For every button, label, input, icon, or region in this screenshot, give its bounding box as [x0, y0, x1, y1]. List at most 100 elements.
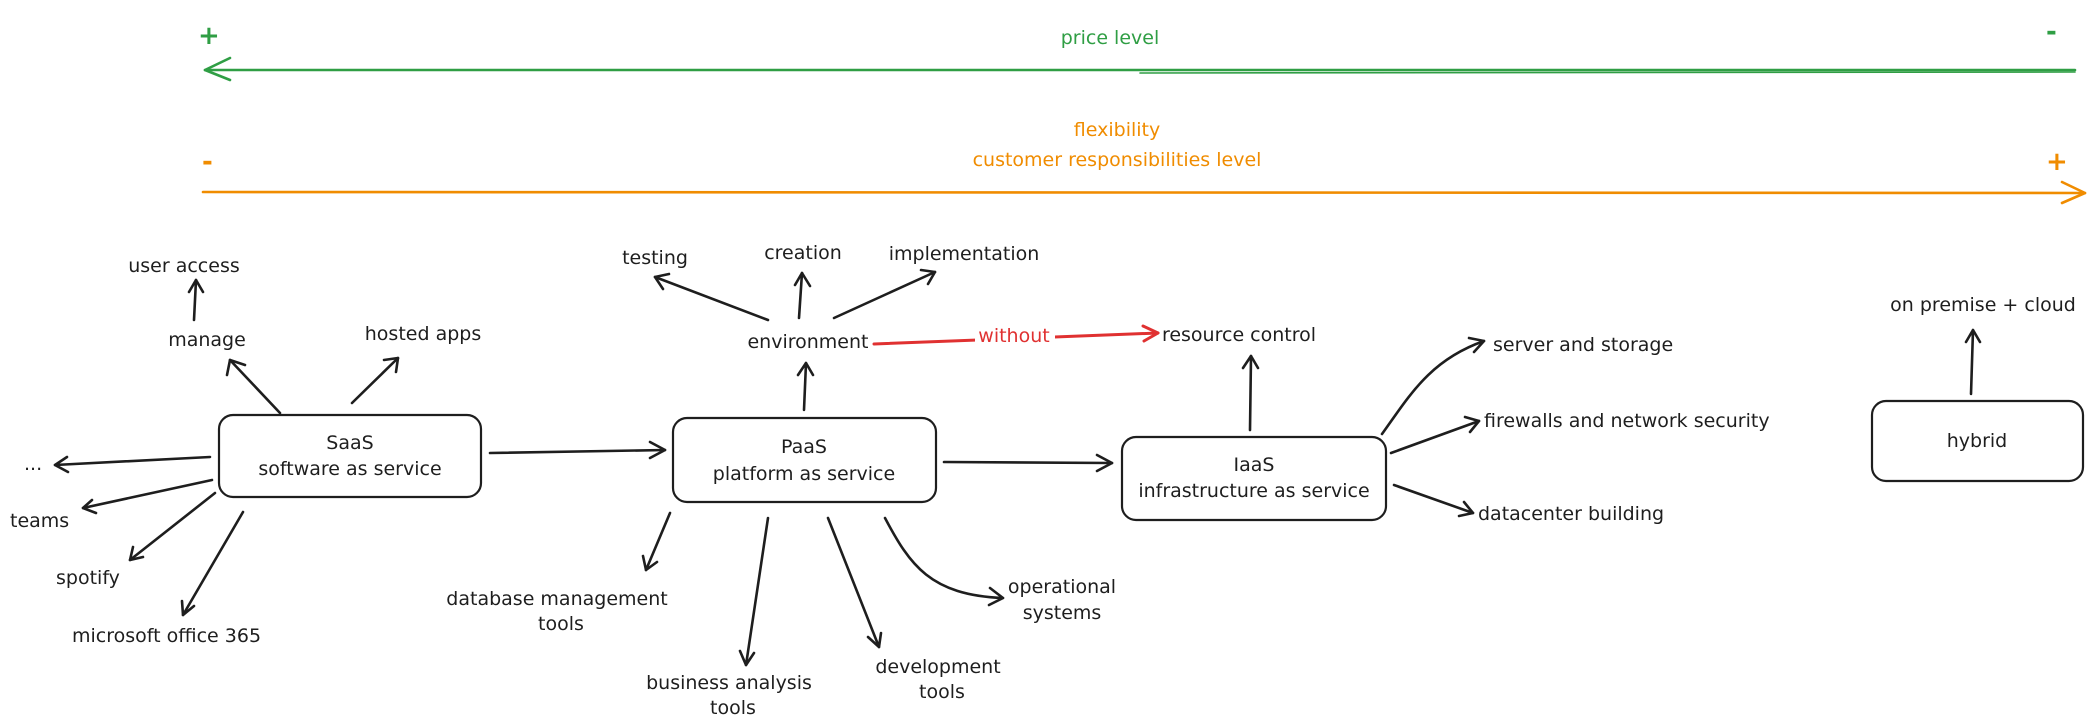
testing-label: testing	[622, 247, 688, 269]
paas-to-os-arrowhead	[987, 586, 1005, 607]
saas-to-spotify-arrowhead	[128, 545, 145, 562]
iaas-node: IaaS infrastructure as service	[1120, 435, 1388, 522]
paas-to-business-tools-arrow	[744, 516, 770, 667]
user-access-label: user access	[128, 255, 240, 277]
saas-to-office-arrowhead	[180, 599, 196, 617]
paas-to-environment-arrow	[802, 361, 808, 412]
price-level-arrowhead	[203, 56, 232, 82]
business-tools-label-line2: tools	[710, 697, 756, 719]
paas-subtitle: platform as service	[713, 463, 895, 485]
saas-to-ellipsis-arrowhead	[53, 455, 70, 474]
saas-to-paas-arrow	[488, 448, 667, 455]
customer-responsibilities-label: customer responsibilities level	[973, 149, 1262, 171]
datacenter-label: datacenter building	[1478, 503, 1664, 525]
paas-to-environment-arrowhead	[796, 361, 815, 377]
hybrid-box	[1870, 399, 2085, 483]
price-level-label: price level	[1061, 27, 1160, 49]
os-label-line2: systems	[1023, 602, 1102, 624]
iaas-to-firewalls-arrow	[1389, 419, 1481, 455]
environment-to-testing-arrow	[653, 275, 770, 322]
spotify-label: spotify	[56, 567, 120, 589]
environment-to-implementation-arrow	[832, 270, 937, 320]
manage-to-user-access-arrow	[192, 278, 198, 322]
flexibility-minus: -	[202, 147, 213, 177]
price-level-plus: +	[198, 21, 220, 51]
iaas-to-firewalls-arrowhead	[1463, 415, 1481, 434]
db-tools-label-line1: database management	[446, 588, 667, 610]
paas-to-db-tools-arrow	[644, 511, 672, 572]
saas-to-hosted-apps-arrowhead	[382, 356, 400, 374]
dev-tools-label-line2: tools	[919, 681, 965, 703]
iaas-connectors	[1241, 336, 1486, 518]
business-tools-label-line1: business analysis	[646, 672, 812, 694]
flexibility-plus: +	[2046, 147, 2068, 177]
environment-label: environment	[747, 331, 868, 353]
paas-to-dev-tools-arrowhead	[866, 631, 883, 649]
paas-title: PaaS	[781, 436, 827, 458]
iaas-labels: server and storage firewalls and network…	[1478, 334, 1770, 525]
saas-to-paas-arrowhead	[648, 440, 667, 460]
saas-subtitle: software as service	[258, 458, 441, 480]
saas-to-teams-arrow	[81, 478, 214, 510]
paas-labels: testing creation implementation environm…	[446, 242, 1316, 719]
environment-to-implementation-arrowhead	[919, 268, 937, 286]
paas-to-business-tools-arrowhead	[738, 649, 756, 667]
saas-node: SaaS software as service	[217, 413, 483, 499]
hybrid-label: hybrid	[1947, 430, 2008, 452]
saas-labels: user access manage hosted apps ... teams…	[10, 255, 481, 647]
office-label: microsoft office 365	[72, 625, 261, 647]
price-level-minus: -	[2046, 17, 2057, 47]
saas-to-hosted-apps-arrow	[350, 356, 400, 405]
iaas-title: IaaS	[1234, 454, 1275, 476]
implementation-label: implementation	[889, 243, 1040, 265]
os-label-line1: operational	[1008, 576, 1116, 598]
iaas-to-server-storage-arrowhead	[1467, 336, 1486, 354]
paas-to-dev-tools-arrow	[826, 516, 881, 649]
price-level-arrow-second-line	[1139, 71, 2076, 74]
manage-to-user-access-arrowhead	[187, 278, 205, 294]
environment-to-resource-control-arrowhead	[1141, 324, 1160, 343]
environment-to-creation-arrowhead	[793, 271, 812, 288]
db-tools-label-line2: tools	[538, 613, 584, 635]
saas-to-ellipsis-arrow	[53, 455, 212, 467]
creation-label: creation	[764, 242, 842, 264]
saas-to-spotify-arrow	[128, 491, 217, 562]
price-level-scale: + price level -	[198, 17, 2077, 82]
paas-to-iaas-arrowhead	[1095, 453, 1114, 473]
saas-to-manage-arrow	[228, 358, 282, 415]
flexibility-label: flexibility	[1074, 119, 1160, 141]
ellipsis-label: ...	[24, 453, 42, 475]
iaas-to-datacenter-arrowhead	[1457, 500, 1475, 518]
saas-title: SaaS	[326, 432, 373, 454]
server-storage-label: server and storage	[1493, 334, 1673, 356]
iaas-subtitle: infrastructure as service	[1138, 480, 1369, 502]
flexibility-arrow-line	[201, 190, 2087, 195]
paas-to-iaas-arrow	[942, 460, 1114, 465]
iaas-to-datacenter-arrow	[1392, 483, 1475, 515]
flexibility-scale: flexibility customer responsibilities le…	[201, 119, 2087, 205]
saas-to-manage-arrowhead	[225, 358, 247, 377]
saas-box	[217, 413, 483, 499]
firewalls-label: firewalls and network security	[1484, 410, 1770, 432]
hybrid-to-on-premise-arrow	[1969, 328, 1975, 396]
saas-to-office-arrow	[181, 510, 245, 617]
paas-to-os-arrow	[883, 516, 1005, 600]
flexibility-arrowhead	[2060, 180, 2087, 205]
manage-label: manage	[168, 329, 246, 351]
iaas-box	[1120, 435, 1388, 522]
saas-to-teams-arrowhead	[81, 498, 98, 515]
hosted-apps-label: hosted apps	[365, 323, 481, 345]
iaas-to-resource-control-arrowhead	[1241, 354, 1260, 370]
hybrid-to-on-premise-arrowhead	[1964, 328, 1982, 344]
iaas-to-server-storage-arrow	[1380, 339, 1486, 436]
paas-box	[671, 416, 938, 504]
hybrid-node: hybrid on premise + cloud	[1870, 294, 2085, 483]
environment-to-creation-arrow	[797, 271, 804, 320]
on-premise-cloud-label: on premise + cloud	[1890, 294, 2076, 316]
teams-label: teams	[10, 510, 69, 532]
without-label: without	[978, 325, 1049, 347]
without-label-background	[975, 322, 1055, 346]
paas-node: PaaS platform as service	[671, 416, 938, 504]
environment-to-testing-arrowhead	[653, 272, 671, 291]
